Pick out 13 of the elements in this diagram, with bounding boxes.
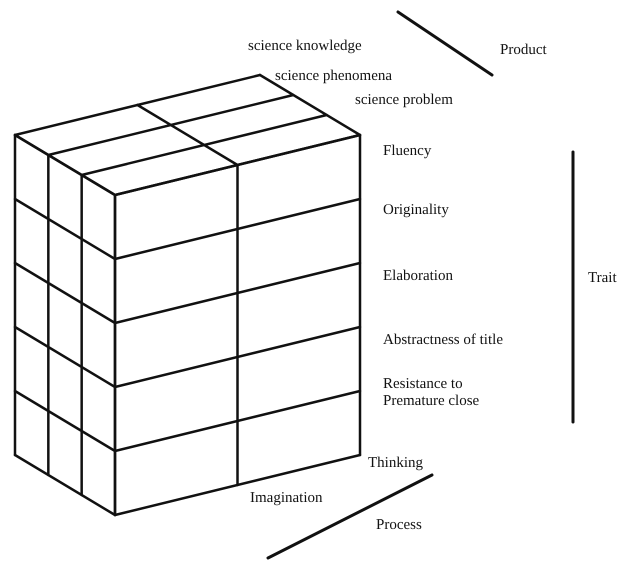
dimension-title: Product bbox=[500, 42, 547, 59]
category-label: Abstractness of title bbox=[383, 332, 503, 349]
category-label: science knowledge bbox=[248, 38, 362, 55]
category-label: Fluency bbox=[383, 143, 432, 160]
category-label: Elaboration bbox=[383, 268, 453, 285]
category-label: Thinking bbox=[368, 455, 423, 472]
category-label: science phenomena bbox=[275, 68, 392, 85]
category-label: Resistance to Premature close bbox=[383, 376, 480, 410]
dimension-title: Trait bbox=[588, 270, 617, 287]
category-label: Imagination bbox=[250, 490, 322, 507]
dimension-title: Process bbox=[376, 517, 422, 534]
category-label: science problem bbox=[355, 92, 453, 109]
category-label: Originality bbox=[383, 202, 449, 219]
